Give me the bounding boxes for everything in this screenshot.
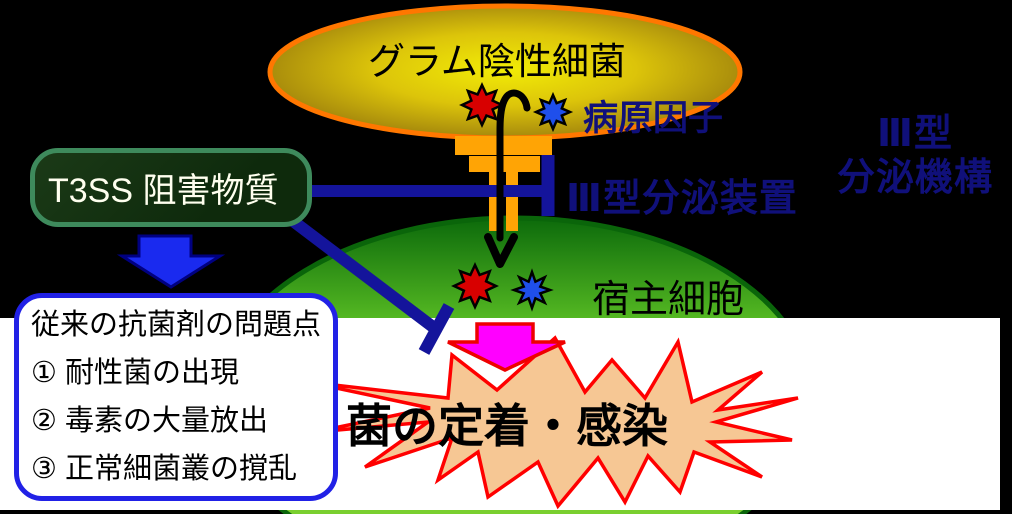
infection-starburst: [307, 335, 799, 510]
problem-box-title: 従来の抗菌剤の問題点: [31, 309, 322, 341]
problem-item-1: ① 耐性菌の出現: [31, 357, 240, 389]
secretion-arrow-shaft: [496, 89, 531, 242]
bacteria-label: グラム陰性細菌: [368, 41, 626, 82]
infection-label: 菌の定着・感染: [346, 400, 668, 452]
secretion-apparatus-label: Ⅲ型分泌装置: [566, 178, 798, 220]
secretion-system-label-line1: Ⅲ型: [877, 113, 953, 155]
inhibitor-box: T3SS 阻害物質: [30, 148, 312, 227]
blue-down-arrow-icon: [116, 234, 226, 289]
virulence-star-red-bottom-icon: [451, 262, 499, 310]
problem-box: 従来の抗菌剤の問題点 ① 耐性菌の出現 ② 毒素の大量放出 ③ 正常細菌叢の撹乱: [14, 293, 338, 501]
inhibitor-label: T3SS 阻害物質: [48, 172, 279, 210]
inhibition-line-diagonal: [285, 213, 437, 332]
problem-item-3: ③ 正常細菌叢の撹乱: [31, 453, 298, 485]
secretion-arrow-head: [484, 233, 518, 268]
virulence-factor-label: 病原因子: [583, 99, 724, 138]
virulence-star-red-top-icon: [459, 82, 505, 128]
inhibition-tbar-diagonal: [418, 303, 455, 355]
problem-item-2: ② 毒素の大量放出: [31, 405, 269, 437]
virulence-star-blue-bottom-icon: [510, 268, 554, 312]
virulence-star-blue-top-icon: [532, 91, 574, 133]
magenta-down-arrow-icon: [447, 322, 566, 372]
secretion-system-label-line2: 分泌機構: [836, 157, 993, 199]
secretion-system-label: Ⅲ型 分泌機構: [820, 112, 1010, 200]
host-cell-label: 宿主細胞: [592, 279, 745, 321]
